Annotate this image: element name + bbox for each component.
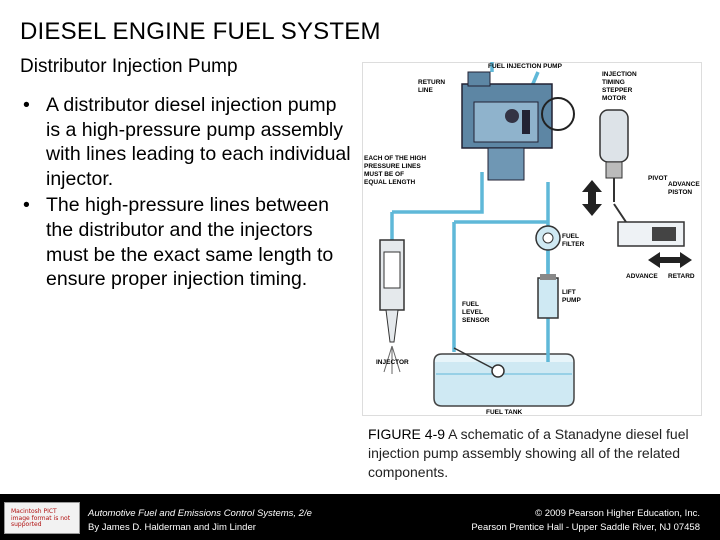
pict-placeholder-text: Macintosh PICT image format is not suppo…	[11, 508, 71, 528]
footer-copyright: © 2009 Pearson Higher Education, Inc.	[535, 508, 700, 519]
label-high-pressure-lines-1: EACH OF THE HIGH	[364, 155, 426, 162]
label-high-pressure-lines-4: EQUAL LENGTH	[364, 179, 415, 186]
bullet-text: A distributor diesel injection pump is a…	[46, 94, 351, 190]
footer-bar: Macintosh PICT image format is not suppo…	[0, 494, 720, 540]
label-fuel-filter-1: FUEL	[562, 233, 579, 240]
label-high-pressure-lines-3: MUST BE OF	[364, 171, 404, 178]
label-high-pressure-lines-2: PRESSURE LINES	[364, 163, 421, 170]
label-stepper-motor-1: INJECTION	[602, 71, 637, 78]
fuel-filter	[535, 225, 561, 251]
up-down-arrow-icon	[582, 180, 602, 216]
footer-publisher: Pearson Prentice Hall - Upper Saddle Riv…	[471, 522, 700, 533]
slide-subtitle: Distributor Injection Pump	[20, 56, 238, 77]
label-lift-pump-1: LIFT	[562, 289, 576, 296]
label-return-line-2: LINE	[418, 87, 433, 94]
fuel-level-sensor	[453, 347, 505, 378]
bullet-dot: •	[23, 94, 30, 116]
label-fuel-level-sensor-2: LEVEL	[462, 309, 483, 316]
label-stepper-motor-3: STEPPER	[602, 87, 633, 94]
label-fuel-level-sensor-3: SENSOR	[462, 317, 490, 324]
advance-retard-arrow-icon	[648, 252, 692, 268]
bullet-item: • The high-pressure lines between the di…	[22, 193, 352, 291]
label-fuel-tank: FUEL TANK	[486, 409, 523, 416]
injector	[379, 239, 405, 374]
advance-piston	[613, 203, 685, 247]
label-lift-pump-2: PUMP	[562, 297, 581, 304]
figure-number: FIGURE 4-9	[368, 426, 446, 442]
footer-book-title: Automotive Fuel and Emissions Control Sy…	[88, 508, 312, 519]
bullet-list: • A distributor diesel injection pump is…	[22, 93, 352, 294]
lift-pump	[537, 274, 559, 319]
label-return-line-1: RETURN	[418, 79, 445, 86]
bullet-item: • A distributor diesel injection pump is…	[22, 93, 352, 191]
timing-stepper-motor	[599, 109, 629, 202]
label-injector: INJECTOR	[376, 359, 409, 366]
bullet-text: The high-pressure lines between the dist…	[46, 194, 334, 291]
figure-caption-text: A schematic of a Stanadyne diesel fuel i…	[368, 426, 689, 480]
slide-title: DIESEL ENGINE FUEL SYSTEM	[20, 18, 381, 45]
label-stepper-motor-4: MOTOR	[602, 95, 626, 102]
label-stepper-motor-2: TIMING	[602, 79, 625, 86]
figure-caption: FIGURE 4-9 A schematic of a Stanadyne di…	[368, 425, 713, 482]
label-fuel-injection-pump: FUEL INJECTION PUMP	[488, 63, 563, 70]
figure-labels: FUEL INJECTION PUMP RETURN LINE INJECTIO…	[364, 63, 700, 416]
label-retard: RETARD	[668, 273, 695, 280]
bullet-dot: •	[23, 194, 30, 217]
injection-pump	[461, 71, 575, 181]
pict-placeholder-image: Macintosh PICT image format is not suppo…	[4, 502, 80, 534]
footer-authors: By James D. Halderman and Jim Linder	[88, 522, 256, 533]
schematic-svg: FUEL INJECTION PUMP RETURN LINE INJECTIO…	[362, 60, 702, 416]
label-advance-piston-1: ADVANCE	[668, 181, 700, 188]
label-advance: ADVANCE	[626, 273, 658, 280]
fuel-system-schematic: FUEL INJECTION PUMP RETURN LINE INJECTIO…	[362, 60, 702, 416]
fuel-tank	[433, 353, 575, 407]
label-advance-piston-2: PISTON	[668, 189, 692, 196]
label-fuel-filter-2: FILTER	[562, 241, 585, 248]
label-fuel-level-sensor-1: FUEL	[462, 301, 479, 308]
label-pivot: PIVOT	[648, 175, 668, 182]
